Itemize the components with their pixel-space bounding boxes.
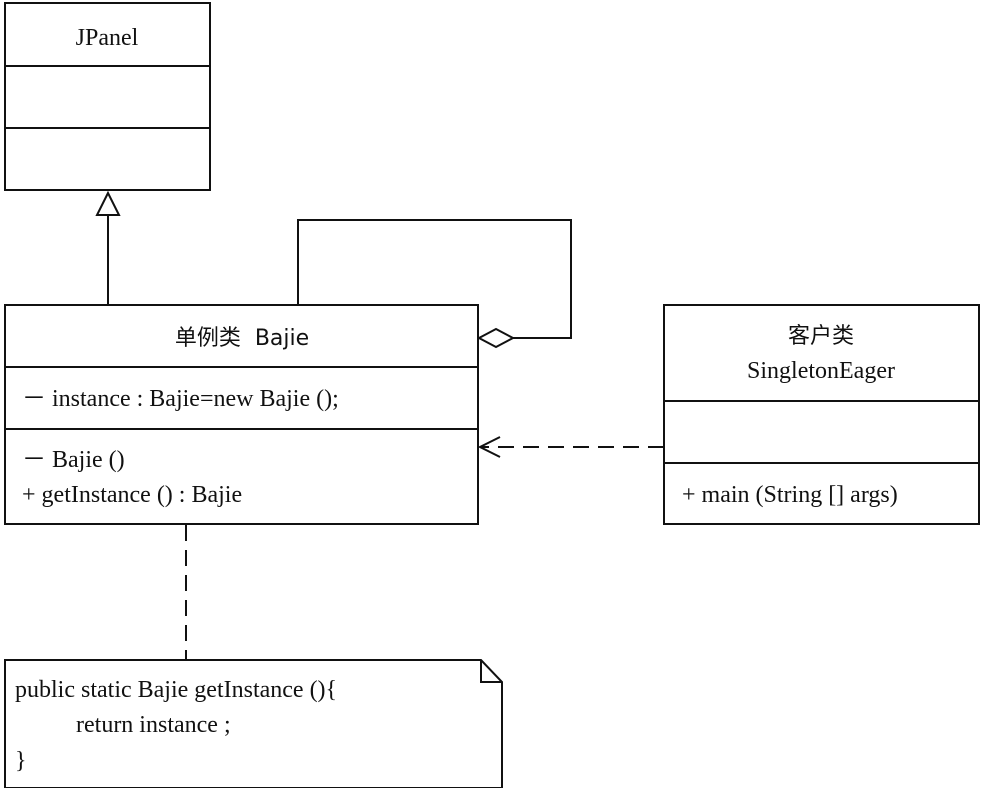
note-line-3: } bbox=[15, 748, 27, 774]
client-main-method: + main (String [] args) bbox=[682, 482, 898, 508]
dependency-arrowhead-icon bbox=[477, 436, 501, 458]
generalization-arrowhead-icon bbox=[95, 190, 121, 216]
note-line-1: public static Bajie getInstance (){ bbox=[15, 677, 337, 703]
note-line-2: return instance ; bbox=[76, 712, 231, 738]
bajie-instance-attribute: － instance : Bajie=new Bajie (); bbox=[22, 386, 339, 412]
bajie-box bbox=[4, 304, 479, 525]
bajie-getinstance-method: + getInstance () : Bajie bbox=[22, 482, 242, 508]
class-jpanel: JPanel bbox=[4, 2, 211, 191]
dependency-relation bbox=[477, 436, 664, 458]
client-class-name: SingletonEager bbox=[747, 358, 895, 384]
self-aggregation-relation bbox=[297, 219, 572, 349]
client-class-label: 客户类 bbox=[788, 324, 854, 349]
client-box bbox=[663, 304, 980, 525]
class-client: 客户类 SingletonEager + main (String [] arg… bbox=[663, 304, 980, 525]
note-folded-corner-icon bbox=[480, 660, 502, 683]
generalization-relation bbox=[95, 190, 121, 305]
code-note: public static Bajie getInstance (){ retu… bbox=[4, 659, 503, 788]
note-box bbox=[4, 659, 503, 788]
jpanel-box bbox=[4, 2, 211, 191]
bajie-class-name: 单例类 Bajie bbox=[175, 326, 309, 351]
bajie-constructor: － Bajie () bbox=[22, 447, 125, 473]
jpanel-name: JPanel bbox=[76, 25, 139, 51]
aggregation-loop-line bbox=[297, 219, 572, 339]
class-bajie: 单例类 Bajie － instance : Bajie=new Bajie (… bbox=[4, 304, 479, 525]
aggregation-diamond-icon bbox=[476, 327, 516, 349]
